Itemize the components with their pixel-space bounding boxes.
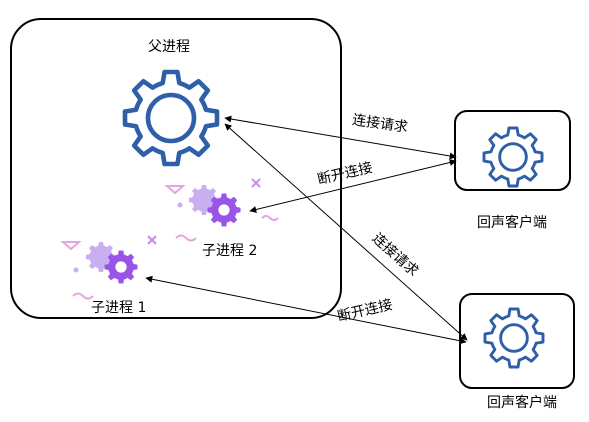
- client-1-label: 回声客户端: [477, 215, 547, 231]
- client-2-gear-icon: [483, 307, 545, 369]
- child-1-gear-icon: [60, 235, 157, 300]
- child-process-2-label: 子进程 2: [202, 243, 258, 259]
- parent-gear-icon: [125, 72, 217, 164]
- edge-disconnect-2: [145, 275, 467, 345]
- parent-process-label: 父进程: [148, 39, 190, 55]
- parent-process-box: [10, 18, 342, 319]
- client-2-label: 回声客户端: [487, 395, 557, 411]
- child-2-gear-icon: [164, 178, 279, 242]
- child-process-1-label: 子进程 1: [91, 300, 147, 316]
- client-1-gear-icon: [482, 126, 544, 188]
- client-box-1: [454, 110, 571, 191]
